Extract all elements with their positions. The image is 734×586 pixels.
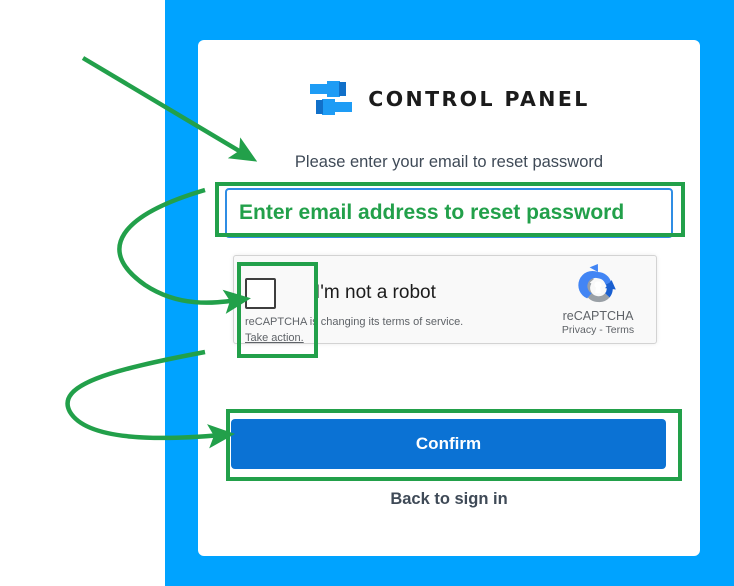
email-field-wrapper — [225, 188, 673, 238]
recaptcha-checkbox-row[interactable]: I'm not a robot — [245, 273, 555, 313]
recaptcha-checkbox[interactable] — [245, 277, 276, 309]
recaptcha-widget: I'm not a robot reCAPTCHA is changing it… — [233, 255, 657, 344]
brand-header: CONTROL PANEL — [198, 78, 700, 120]
recaptcha-brand-name: reCAPTCHA — [562, 309, 634, 323]
instruction-text: Please enter your email to reset passwor… — [294, 153, 604, 171]
recaptcha-checkbox-label: I'm not a robot — [315, 282, 436, 303]
recaptcha-branding: reCAPTCHA Privacy - Terms — [550, 264, 646, 337]
email-input[interactable] — [225, 188, 673, 238]
back-to-sign-in-link[interactable]: Back to sign in — [390, 490, 508, 508]
sliders-icon — [308, 78, 354, 120]
confirm-button[interactable]: Confirm — [231, 419, 666, 469]
reset-password-card: CONTROL PANEL Please enter your email to… — [198, 40, 700, 556]
brand-name: CONTROL PANEL — [368, 87, 590, 111]
recaptcha-brand-legal[interactable]: Privacy - Terms — [561, 324, 635, 336]
recaptcha-notice-text: reCAPTCHA is changing its terms of servi… — [245, 316, 464, 328]
recaptcha-arrows-icon — [570, 264, 626, 308]
recaptcha-take-action-link[interactable]: Take action. — [245, 331, 304, 344]
recaptcha-terms-notice: reCAPTCHA is changing its terms of servi… — [245, 315, 545, 347]
